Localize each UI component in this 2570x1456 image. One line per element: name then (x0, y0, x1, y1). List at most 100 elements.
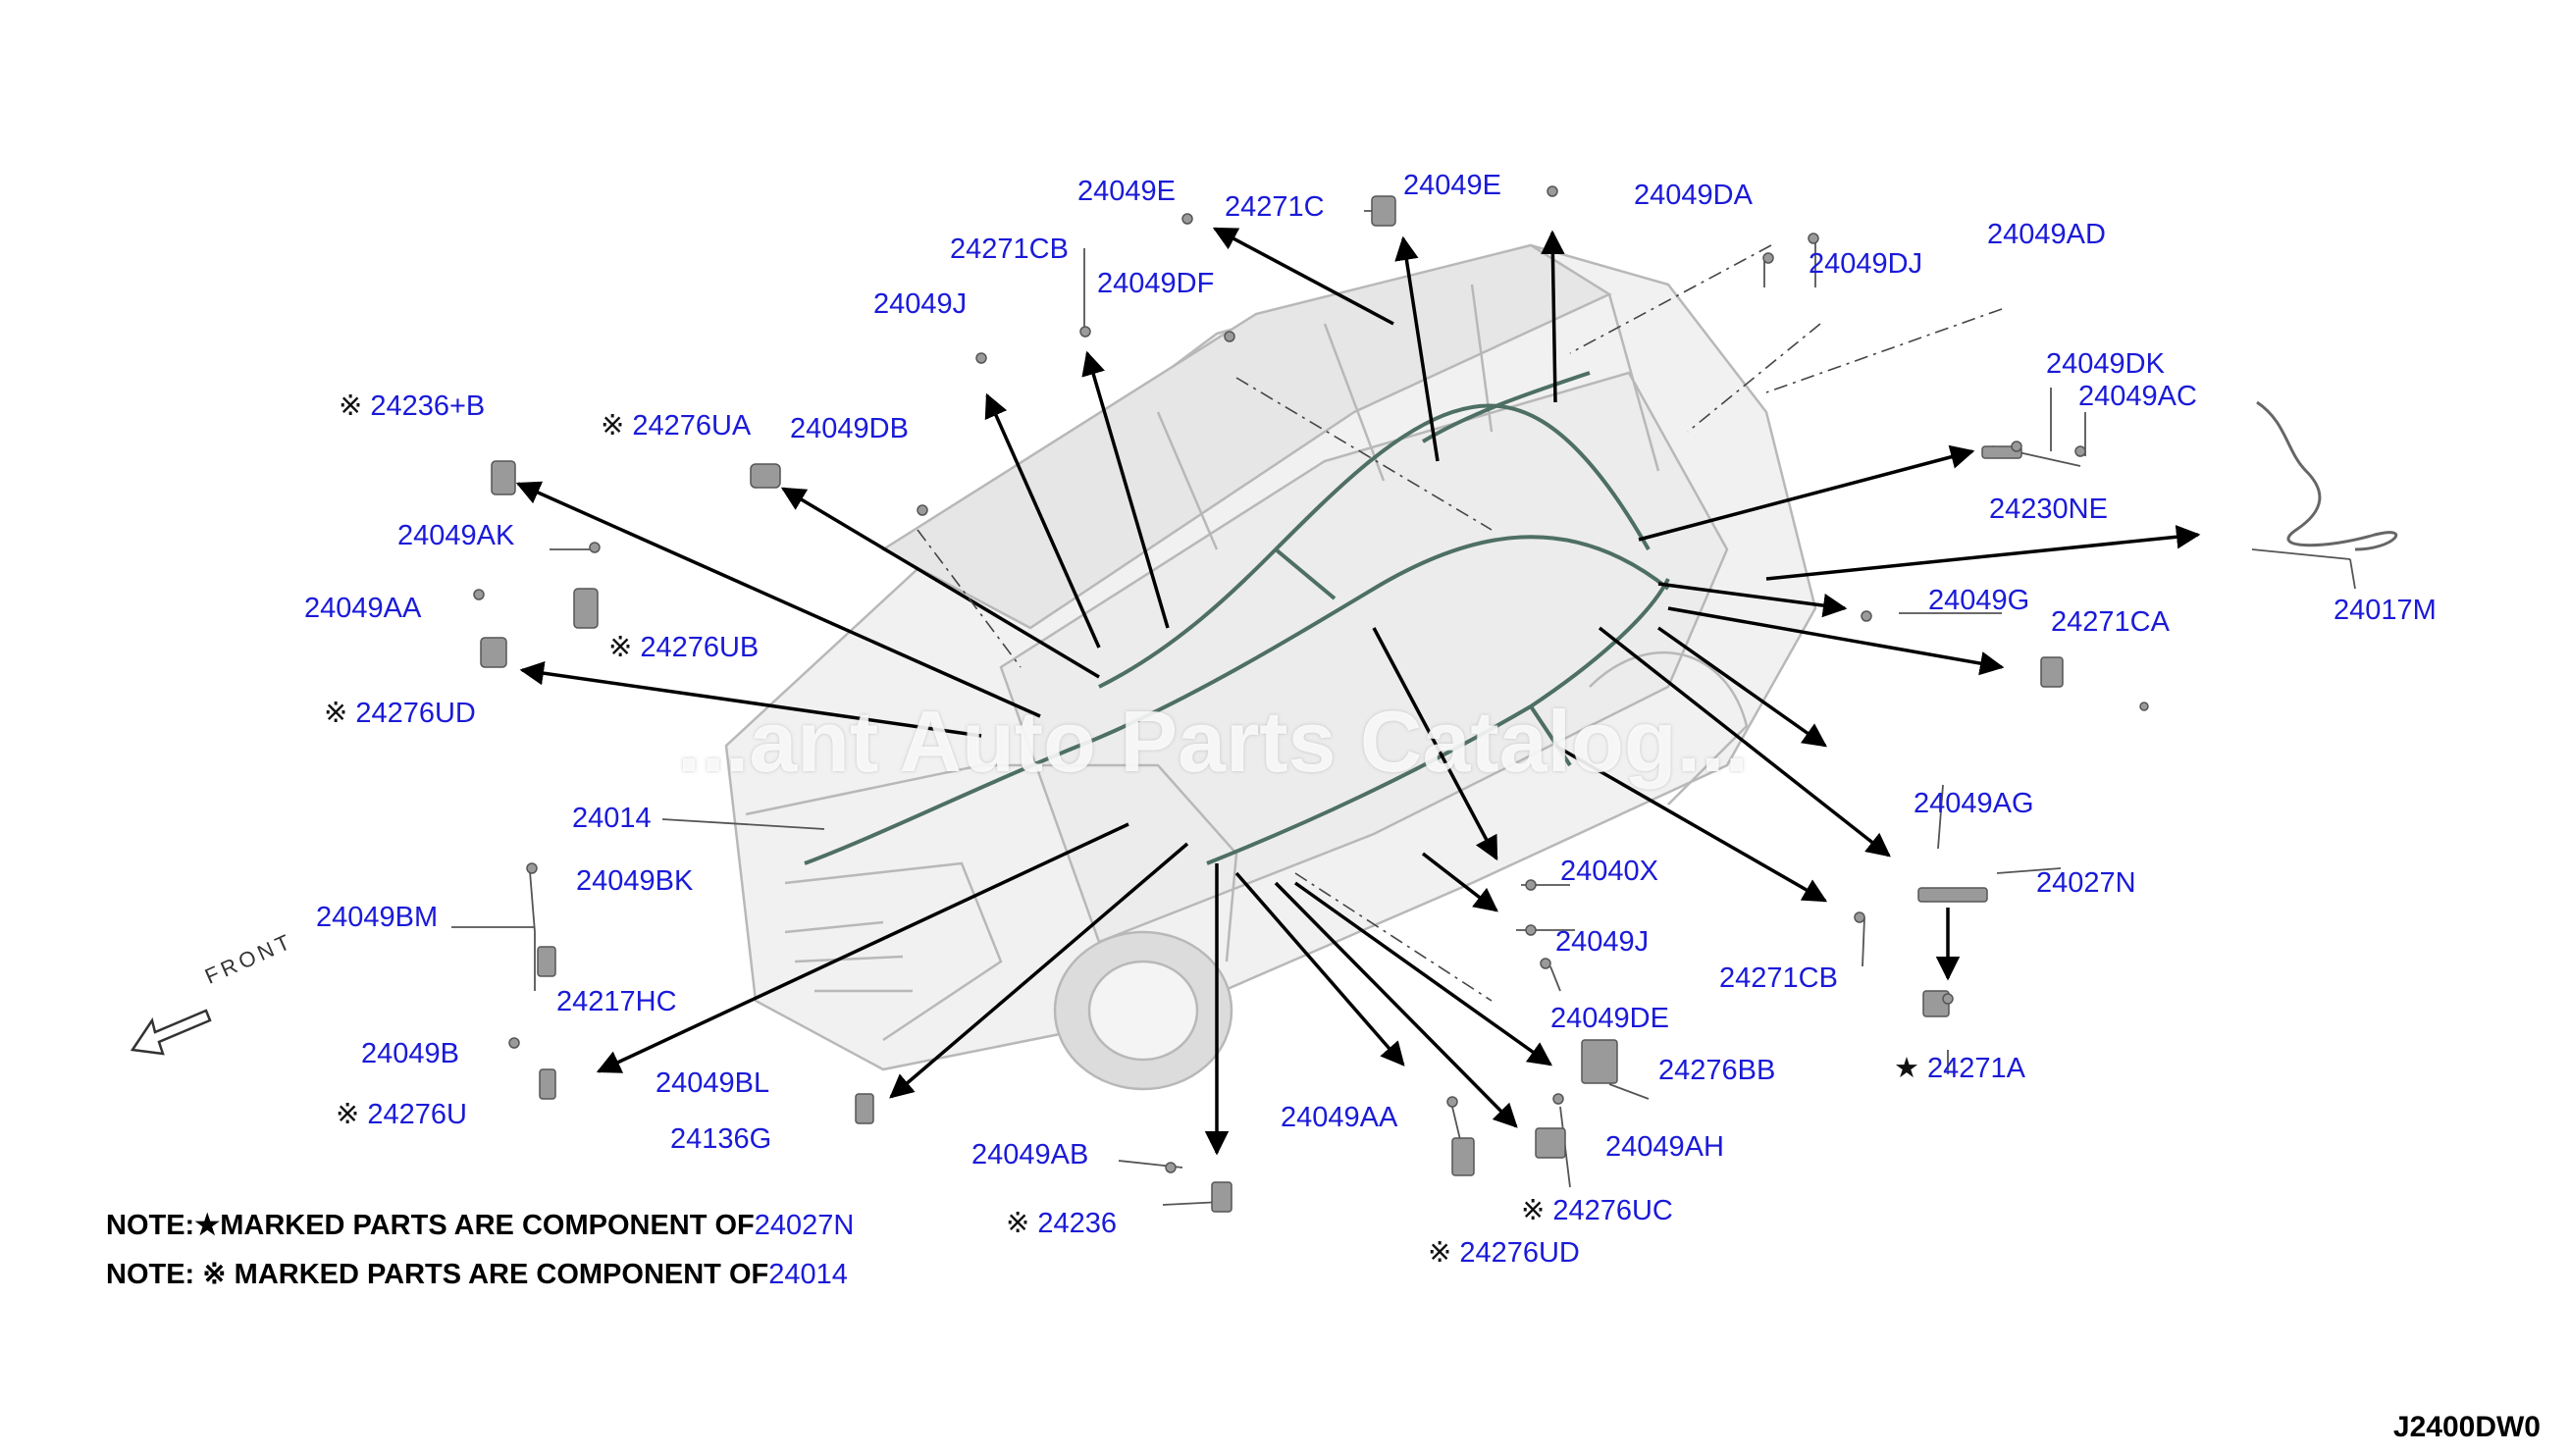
note-ref: NOTE: ※ MARKED PARTS ARE COMPONENT OF240… (106, 1259, 848, 1290)
reference-marker-icon: ※ (336, 1099, 360, 1130)
part-label-24276bb[interactable]: 24276BB (1658, 1057, 1775, 1085)
part-label-24049e[interactable]: 24049E (1077, 178, 1176, 206)
part-number: 24271C (1225, 191, 1325, 223)
part-label-24049ak[interactable]: 24049AK (397, 522, 514, 550)
part-label-24049ab[interactable]: 24049AB (971, 1141, 1088, 1170)
part-label-24271a[interactable]: ★ 24271A (1894, 1055, 2025, 1083)
part-number: 24049BM (316, 902, 439, 933)
part-number: 24049E (1403, 170, 1501, 201)
part-number: 24049AG (1914, 788, 2034, 819)
part-label-24276ud[interactable]: ※24276UD (324, 700, 476, 728)
part-label-24049j[interactable]: 24049J (873, 290, 967, 319)
diagram-code: J2400DW0 (2392, 1411, 2541, 1443)
part-label-24217hc[interactable]: 24217HC (556, 988, 677, 1016)
part-number: 24049DA (1634, 180, 1753, 211)
part-label-24049bm[interactable]: 24049BM (316, 904, 438, 932)
dash-leaders (917, 244, 2003, 1002)
part-number: 24014 (572, 803, 652, 834)
part-label-24014[interactable]: 24014 (572, 805, 652, 833)
part-number: 24276UB (640, 632, 760, 663)
part-label-24271cb[interactable]: 24271CB (950, 235, 1069, 264)
part-number: 24049AD (1987, 219, 2106, 250)
reference-marker-icon: ※ (1521, 1195, 1546, 1226)
part-label-24017m[interactable]: 24017M (2334, 597, 2437, 625)
part-number: 24271CB (1719, 962, 1838, 994)
part-number: 24027N (2036, 867, 2136, 899)
part-label-24049ac[interactable]: 24049AC (2078, 383, 2197, 411)
part-number: 24049B (361, 1038, 459, 1069)
part-label-24049j[interactable]: 24049J (1555, 928, 1649, 957)
part-label-24049de[interactable]: 24049DE (1550, 1005, 1669, 1033)
note-star: NOTE:★MARKED PARTS ARE COMPONENT OF24027… (106, 1210, 855, 1241)
watermark: ...ant Auto Parts Catalog... (677, 693, 1749, 790)
part-label-24049dj[interactable]: 24049DJ (1809, 250, 1922, 279)
harness-24017m (2256, 400, 2398, 551)
part-label-24049bk[interactable]: 24049BK (576, 867, 693, 896)
part-label-24230ne[interactable]: 24230NE (1989, 495, 2108, 524)
part-number: 24276UA (632, 410, 752, 442)
part-label-24236[interactable]: ※24236 (1006, 1210, 1117, 1238)
part-number: 24049AA (1281, 1102, 1398, 1133)
part-number: 24049BK (576, 865, 694, 897)
part-label-24040x[interactable]: 24040X (1560, 858, 1658, 886)
reference-marker-icon: ※ (339, 390, 363, 422)
part-label-24049ad[interactable]: 24049AD (1987, 221, 2106, 249)
part-number: 24276UD (355, 698, 476, 729)
part-label-24049db[interactable]: 24049DB (790, 415, 909, 443)
star-marker-icon: ★ (1894, 1053, 1919, 1084)
part-label-24049ag[interactable]: 24049AG (1914, 790, 2034, 818)
part-number: 24049J (1555, 926, 1650, 958)
part-number: 24271A (1927, 1053, 2025, 1084)
part-label-24049aa[interactable]: 24049AA (304, 595, 421, 623)
part-label-24049bl[interactable]: 24049BL (656, 1069, 769, 1098)
part-label-24049dk[interactable]: 24049DK (2046, 350, 2165, 379)
part-number: 24230NE (1989, 494, 2108, 525)
part-label-24271ca[interactable]: 24271CA (2051, 608, 2170, 637)
part-label-24276u[interactable]: ※24276U (336, 1101, 467, 1129)
part-label-24271c[interactable]: 24271C (1225, 193, 1325, 222)
part-label-24049ah[interactable]: 24049AH (1605, 1133, 1724, 1162)
part-number: 24276U (367, 1099, 467, 1130)
front-arrow-icon (130, 1009, 212, 1056)
reference-marker-icon: ※ (1428, 1237, 1452, 1269)
part-label-24027n[interactable]: 24027N (2036, 869, 2136, 898)
part-label-24049aa[interactable]: 24049AA (1281, 1104, 1397, 1132)
part-number: 24049DK (2046, 348, 2165, 380)
part-label-24049b[interactable]: 24049B (361, 1040, 459, 1068)
part-number: 24017M (2334, 595, 2437, 626)
leader-lines (515, 227, 2201, 1156)
part-number: 24276BB (1658, 1055, 1776, 1086)
part-label-24136g[interactable]: 24136G (670, 1125, 771, 1154)
part-number: 24236 (1037, 1208, 1117, 1239)
part-number: 24049AB (971, 1139, 1089, 1170)
part-number: 24049AC (2078, 381, 2197, 412)
part-label-24049g[interactable]: 24049G (1928, 587, 2029, 615)
part-label-24276uc[interactable]: ※24276UC (1521, 1197, 1673, 1225)
part-number: 24217HC (556, 986, 677, 1017)
part-label-24276ua[interactable]: ※24276UA (601, 412, 751, 441)
part-number: 24049AK (397, 520, 515, 551)
part-number: 24236+B (370, 390, 486, 422)
component-glyphs (473, 185, 2149, 1213)
reference-marker-icon: ※ (601, 410, 625, 442)
part-number: 24276UD (1459, 1237, 1580, 1269)
part-number: 24049G (1928, 585, 2030, 616)
part-label-24049e[interactable]: 24049E (1403, 172, 1501, 200)
reference-marker-icon: ※ (608, 632, 633, 663)
part-label-24049df[interactable]: 24049DF (1097, 270, 1214, 298)
part-label-24271cb[interactable]: 24271CB (1719, 964, 1838, 993)
part-label-24049da[interactable]: 24049DA (1634, 182, 1753, 210)
part-label-24276ud[interactable]: ※24276UD (1428, 1239, 1580, 1268)
reference-marker-icon: ※ (1006, 1208, 1030, 1239)
part-number: 24136G (670, 1123, 772, 1155)
part-number: 24271CA (2051, 606, 2170, 638)
car-body (724, 243, 1817, 1091)
part-label-24236-b[interactable]: ※24236+B (339, 392, 485, 421)
part-number: 24049J (873, 288, 968, 320)
part-number: 24049E (1077, 176, 1176, 207)
part-number: 24276UC (1552, 1195, 1673, 1226)
part-number: 24049AA (304, 593, 422, 624)
part-number: 24049DJ (1809, 248, 1923, 280)
part-label-24276ub[interactable]: ※24276UB (608, 634, 759, 662)
